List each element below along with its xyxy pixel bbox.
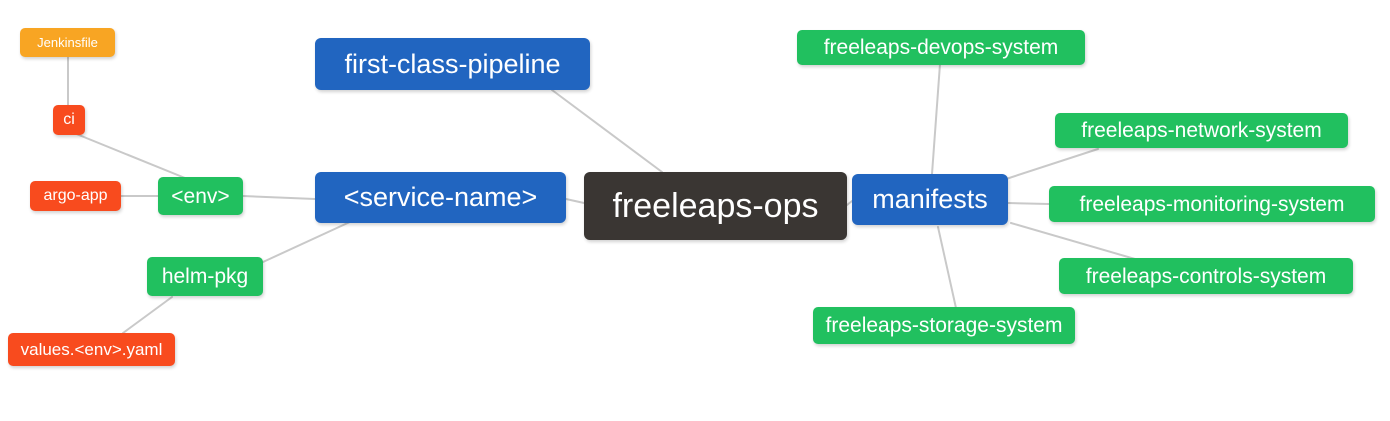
edge-manifests-storage-system	[937, 226, 957, 309]
edge-env-service-name	[242, 195, 316, 200]
edge-helm-pkg-service-name	[262, 220, 353, 263]
node-jenkinsfile[interactable]: Jenkinsfile	[20, 28, 115, 57]
node-freeleaps-network-system[interactable]: freeleaps-network-system	[1055, 113, 1348, 148]
node-first-class-pipeline[interactable]: first-class-pipeline	[315, 38, 590, 90]
node-argo-app[interactable]: argo-app	[30, 181, 121, 211]
node-manifests[interactable]: manifests	[852, 174, 1008, 225]
edge-freeleaps-ops-manifests	[846, 200, 853, 206]
node-freeleaps-controls-system[interactable]: freeleaps-controls-system	[1059, 258, 1353, 294]
edge-ci-env	[73, 132, 186, 179]
edge-manifests-network-system	[1005, 148, 1099, 180]
edge-values-helm-pkg	[122, 296, 173, 334]
node-freeleaps-storage-system[interactable]: freeleaps-storage-system	[813, 307, 1075, 344]
node-freeleaps-devops-system[interactable]: freeleaps-devops-system	[797, 30, 1085, 65]
edge-first-class-pipeline-freeleaps-ops	[551, 89, 663, 173]
edge-manifests-controls-system	[1010, 222, 1136, 260]
node-env[interactable]: <env>	[158, 177, 243, 215]
node-helm-pkg[interactable]: helm-pkg	[147, 257, 263, 296]
node-freeleaps-ops[interactable]: freeleaps-ops	[584, 172, 847, 240]
edge-manifests-monitoring-system	[1007, 202, 1050, 205]
node-values-env-yaml[interactable]: values.<env>.yaml	[8, 333, 175, 366]
edge-service-name-freeleaps-ops	[565, 198, 585, 204]
edge-manifests-devops-system	[931, 63, 941, 175]
node-freeleaps-monitoring-system[interactable]: freeleaps-monitoring-system	[1049, 186, 1375, 222]
node-service-name[interactable]: <service-name>	[315, 172, 566, 223]
node-ci[interactable]: ci	[53, 105, 85, 135]
